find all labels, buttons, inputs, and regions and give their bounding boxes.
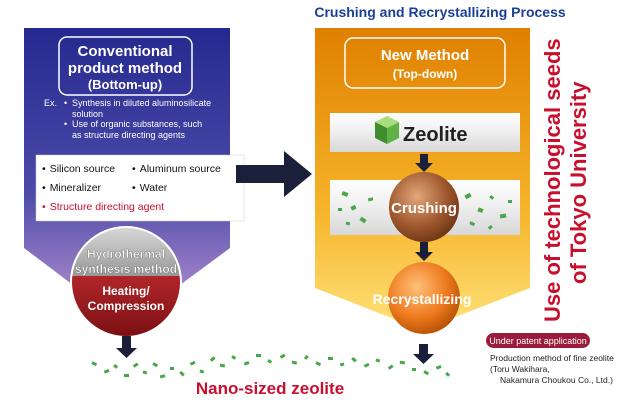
source-silicon: Silicon source <box>42 163 115 175</box>
conventional-bullets: Ex. Synthesis in diluted aluminosilicate… <box>44 98 234 140</box>
zeolite-label: Zeolite <box>403 124 467 146</box>
conventional-title-box <box>58 36 193 96</box>
ex-label: Ex. <box>44 98 58 108</box>
conventional-title-line2: product method <box>68 60 182 77</box>
sources-list: Silicon source Aluminum source Mineraliz… <box>42 159 242 221</box>
new-method-title-line2: (Top-down) <box>393 67 457 81</box>
bullet2-line2: as structure directing agents <box>72 129 186 140</box>
recrystallizing-label: Recrystallizing <box>373 291 472 307</box>
source-mineralizer: Mineralizer <box>42 182 101 194</box>
heating-line1: Heating/ <box>102 284 150 298</box>
patent-line1: Production method of fine zeolite <box>490 353 614 363</box>
hydrothermal-line2: synthesis method <box>75 262 177 276</box>
new-method-title-line1: New Method <box>381 47 469 64</box>
crushing-ball <box>389 172 459 242</box>
zeolite-band <box>330 113 520 152</box>
process-title: Crushing and Recrystallizing Process <box>314 4 566 20</box>
bullet1-line1: Synthesis in diluted aluminosilicate <box>72 98 212 108</box>
hydrothermal-line1: Hydrothermal <box>87 247 165 261</box>
new-method-title-box <box>344 37 506 89</box>
bullet2-line1: Use of organic substances, such <box>72 119 203 129</box>
result-label: Nano-sized zeolite <box>196 379 344 398</box>
source-water: Water <box>132 182 168 194</box>
vertical-text-line1: Use of technological seeds <box>540 38 565 322</box>
zeolite-cube-icon <box>375 116 399 144</box>
arrow-to-recrystallizing <box>415 242 433 261</box>
patent-badge <box>486 333 590 348</box>
transition-arrow <box>236 151 312 197</box>
recrystallizing-ball <box>388 262 460 334</box>
arrow-to-crushing <box>415 154 433 172</box>
arrow-right-bottom <box>413 344 434 364</box>
source-sda: Structure directing agent <box>42 201 164 213</box>
bullet-synthesis: Synthesis in diluted aluminosilicate sol… <box>64 98 234 119</box>
crushed-particles <box>338 191 512 230</box>
patent-line3: Nakamura Choukou Co., Ltd.) <box>500 375 613 385</box>
vertical-text-line2: of Tokyo University <box>566 81 591 284</box>
patent-line2: (Toru Wakihara, <box>490 364 550 374</box>
conventional-title-line1: Conventional <box>77 43 172 60</box>
heating-line2: Compression <box>88 299 165 313</box>
arrow-left-bottom <box>116 336 137 358</box>
bullet-organic: Use of organic substances, such as struc… <box>64 119 234 140</box>
patent-badge-text: Under patent application <box>489 336 587 346</box>
source-aluminum: Aluminum source <box>132 163 221 175</box>
nano-particles <box>91 353 451 379</box>
bullet1-line2: solution <box>72 108 104 119</box>
conventional-title-line3: (Bottom-up) <box>88 77 162 92</box>
crushing-label: Crushing <box>391 200 457 217</box>
